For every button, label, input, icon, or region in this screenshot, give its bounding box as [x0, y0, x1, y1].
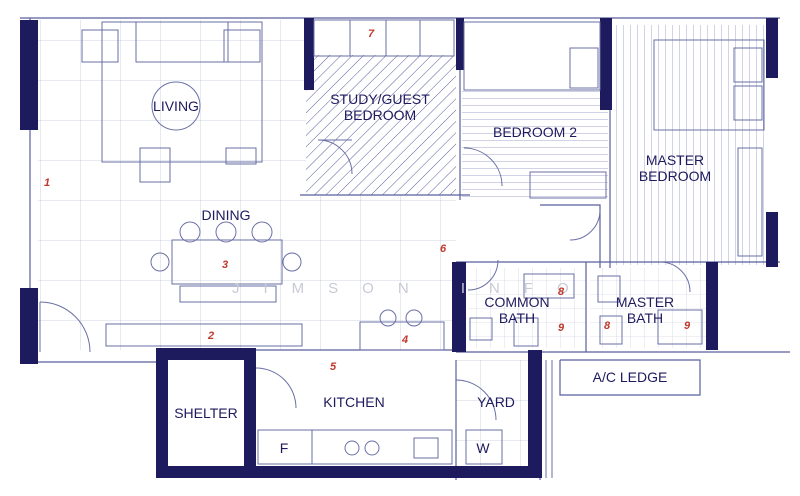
study-sofa: [313, 19, 455, 175]
living-dining-floor: [38, 20, 306, 350]
study-floor: [306, 55, 456, 195]
marker-5: 5: [330, 361, 337, 373]
bedroom2-furniture: [463, 21, 607, 199]
marker-1: 1: [44, 177, 51, 189]
room-label-master-bath: MASTER BATH: [615, 294, 675, 326]
bedroom2-floor: [462, 90, 608, 200]
room-label-common-bath: COMMON BATH: [484, 294, 550, 326]
marker-9-master: 9: [684, 320, 691, 332]
room-label-living: LIVING: [153, 98, 199, 114]
room-label-study: STUDY/GUEST BEDROOM: [330, 91, 430, 123]
marker-7: 7: [368, 28, 375, 40]
room-label-master-bedroom: MASTER BEDROOM: [638, 152, 712, 184]
washer-label: W: [476, 440, 490, 456]
living-furniture: [81, 21, 263, 183]
marker-8-master: 8: [604, 320, 611, 332]
marker-4: 4: [402, 334, 409, 346]
marker-2: 2: [208, 330, 215, 342]
fridge-label: F: [279, 440, 289, 456]
room-label-dining: DINING: [201, 207, 251, 223]
master-bedroom-floor: [612, 25, 770, 265]
marker-3: 3: [222, 259, 229, 271]
marker-8-common: 8: [558, 286, 565, 298]
structural-walls: [20, 18, 778, 478]
counters-and-doors: [39, 259, 703, 478]
room-label-kitchen: KITCHEN: [323, 394, 385, 410]
marker-6: 6: [440, 243, 447, 255]
marker-9-common: 9: [558, 322, 565, 334]
room-label-bedroom2: BEDROOM 2: [492, 124, 577, 140]
room-label-ac-ledge: A/C LEDGE: [592, 369, 668, 385]
watermark: JIMSON INFO: [232, 280, 593, 297]
room-label-yard: YARD: [477, 394, 515, 410]
master-furniture: [569, 39, 765, 257]
dining-floor-extension: [306, 195, 456, 350]
common-bath-floor: [468, 268, 586, 348]
room-label-shelter: SHELTER: [174, 405, 238, 421]
dining-table: [150, 221, 302, 303]
